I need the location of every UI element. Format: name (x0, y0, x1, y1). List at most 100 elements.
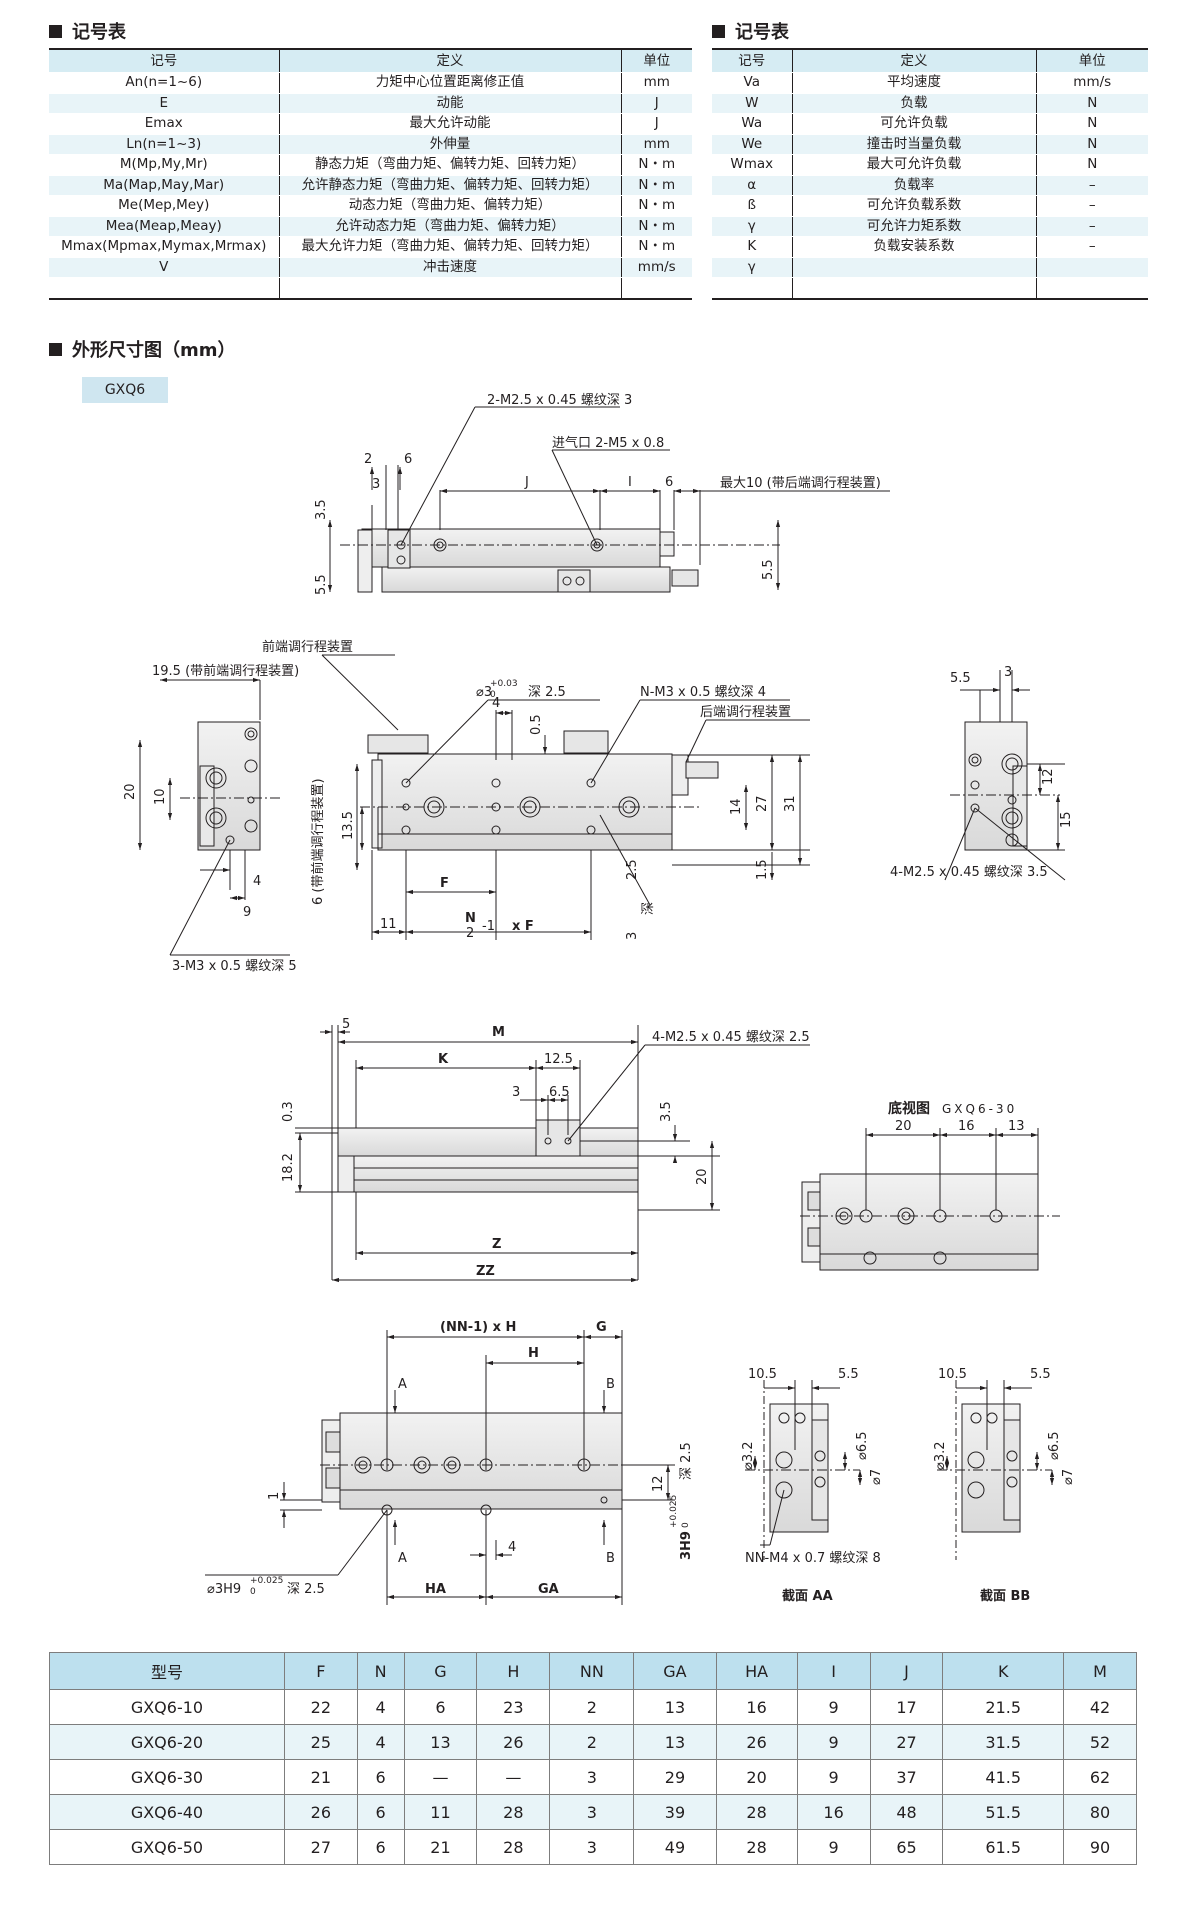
dim-label: ZZ (476, 1264, 495, 1279)
column-header: M (1062, 1652, 1138, 1690)
cell-value: 13 (633, 1689, 717, 1725)
cell-value: 6 (356, 1794, 405, 1830)
column-header: F (283, 1652, 358, 1690)
col-unit: 单位 (620, 48, 692, 73)
dim-label: 9 (243, 905, 251, 920)
cell-symbol (49, 277, 279, 300)
cell-value: 28 (476, 1794, 551, 1830)
cell-definition: 可允许负载 (791, 113, 1036, 135)
dim-label: 3 (512, 1085, 520, 1100)
dim-label: 18.2 (281, 1153, 296, 1182)
dim-label: 6 (665, 475, 673, 490)
dim-label: 深 2.5 (287, 1582, 325, 1597)
cell-symbol: Wmax (712, 154, 792, 176)
dim-label: 0 (250, 1587, 256, 1597)
cell-unit: mm/s (1035, 72, 1148, 94)
cell-value: 62 (1062, 1759, 1138, 1795)
table-row: Mea(Meap,Meay)允许动态力矩（弯曲力矩、偏转力矩）N・m (49, 216, 692, 237)
table-header-row: 记号 定义 单位 (712, 48, 1148, 73)
dim-label: 14 (729, 798, 744, 815)
cell-value: 2 (549, 1689, 635, 1725)
dim-label: 12 (651, 1475, 666, 1492)
dim-label: 5.5 (314, 574, 329, 595)
cell-value: 26 (476, 1724, 551, 1760)
drawing-bottom-view (800, 1128, 1060, 1271)
dim-label: 6 (带前端调行程装置) (310, 778, 326, 905)
drawing-section-view (205, 1330, 675, 1605)
dim-label: 12.5 (544, 1052, 573, 1067)
dim-label: 0.5 (529, 714, 544, 735)
cell-model: GXQ6-30 (49, 1759, 285, 1795)
dim-label: ⌀7 (869, 1469, 884, 1485)
dim-label: 3-M3 x 0.5 螺纹深 5 (172, 959, 297, 974)
dim-label: x F (512, 919, 534, 934)
dim-label: ⌀6.5 (855, 1431, 870, 1460)
cell-value: 28 (476, 1829, 551, 1865)
cell-symbol: γ (712, 257, 792, 278)
cell-value: 6 (356, 1759, 405, 1795)
cell-value: 65 (869, 1829, 944, 1865)
table-row: γ (712, 257, 1148, 278)
cell-model: GXQ6-50 (49, 1829, 285, 1865)
cell-value: 13 (633, 1724, 717, 1760)
dim-label: 5 (342, 1017, 350, 1032)
dim-label: 0 (681, 1522, 691, 1528)
cell-definition: 外伸量 (278, 134, 621, 155)
cell-value: 3 (549, 1794, 635, 1830)
dim-label: GXQ6-30 (942, 1102, 1017, 1116)
cell-value: 27 (869, 1724, 944, 1760)
dim-label: M (492, 1025, 505, 1040)
cell-value: — (403, 1759, 478, 1795)
dim-label: ⌀7 (1061, 1469, 1076, 1485)
cell-value: 61.5 (942, 1829, 1064, 1865)
cell-unit: J (620, 113, 692, 135)
dim-label: 3 (1004, 665, 1012, 680)
column-header: H (476, 1652, 551, 1690)
cell-symbol: M(Mp,My,Mr) (49, 154, 279, 176)
dim-label: Z (492, 1237, 501, 1252)
dim-label: 16 (958, 1119, 975, 1134)
cell-symbol: Ln(n=1~3) (49, 134, 279, 155)
table-header-row: 记号 定义 单位 (49, 48, 692, 73)
dim-label: 20 (895, 1119, 912, 1134)
dim-label: 底视图 (888, 1100, 930, 1117)
cell-definition (278, 277, 621, 300)
dim-label: A (398, 1377, 407, 1392)
cell-definition: 最大允许力矩（弯曲力矩、偏转力矩、回转力矩） (278, 236, 621, 258)
col-definition: 定义 (278, 48, 621, 73)
cell-value: 37 (869, 1759, 944, 1795)
square-bullet-icon (49, 24, 62, 38)
dim-label: G (596, 1320, 607, 1335)
dim-label: 4-M2.5 x 0.45 螺纹深 2.5 (652, 1030, 810, 1045)
dim-label: 12 (1041, 768, 1056, 785)
cell-value: 26 (715, 1724, 798, 1760)
cell-value: 25 (283, 1724, 358, 1760)
cell-symbol: V (49, 257, 279, 278)
dim-label: N-M3 x 0.5 螺纹深 4 (640, 685, 766, 700)
dim-label: A (398, 1551, 407, 1566)
outline-title: 外形尺寸图（mm） (49, 336, 236, 362)
dim-label: 0.3 (281, 1101, 296, 1122)
cell-symbol: K (712, 236, 792, 258)
table-row: M(Mp,My,Mr)静态力矩（弯曲力矩、偏转力矩、回转力矩）N・m (49, 154, 692, 176)
cell-value: 28 (715, 1794, 798, 1830)
cell-definition: 允许静态力矩（弯曲力矩、偏转力矩、回转力矩） (278, 175, 621, 196)
cell-value: 9 (796, 1759, 871, 1795)
cell-definition: 允许动态力矩（弯曲力矩、偏转力矩） (278, 216, 621, 237)
cell-definition: 可允许负载系数 (791, 195, 1036, 217)
cell-value: 16 (715, 1689, 798, 1725)
cell-definition: 冲击速度 (278, 257, 621, 278)
cell-definition: 力矩中心位置距离修正值 (278, 72, 621, 94)
cell-value: 41.5 (942, 1759, 1064, 1795)
